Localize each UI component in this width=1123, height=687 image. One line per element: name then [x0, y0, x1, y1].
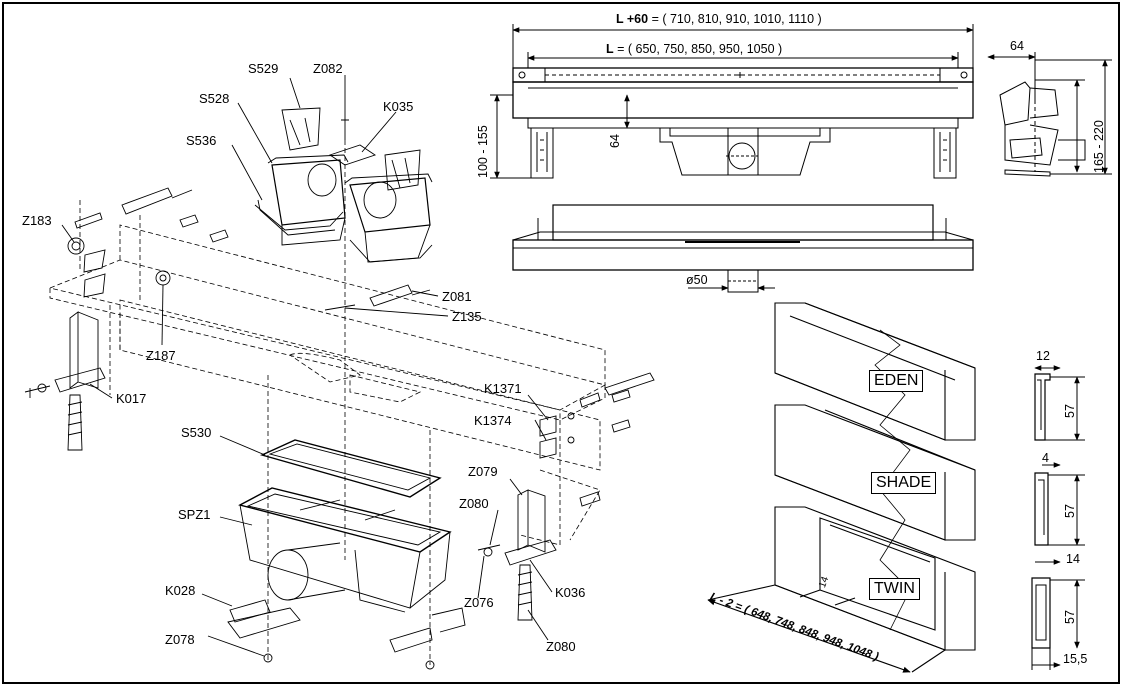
label-z082: Z082 — [313, 61, 343, 76]
grate-views — [707, 302, 976, 673]
label-z078: Z078 — [165, 632, 195, 647]
label-z135: Z135 — [452, 309, 482, 324]
side-elevation-view — [987, 52, 1112, 177]
label-k017: K017 — [116, 391, 147, 406]
dim-side-height: 165 - 220 — [1092, 120, 1106, 173]
dim-twin-height: 57 — [1063, 610, 1077, 624]
profile-sections — [1031, 365, 1085, 670]
dim-64-side: 64 — [1010, 39, 1024, 53]
dim-twin-width: 15,5 — [1063, 652, 1088, 666]
grate-label-shade: SHADE — [871, 472, 937, 494]
label-k1371: K1371 — [484, 381, 522, 396]
dim-diameter: ø50 — [686, 273, 708, 287]
dim-l60-label: L +60 — [616, 12, 649, 26]
dim-height-range: 100 - 155 — [476, 125, 490, 178]
dim-eden-height: 57 — [1063, 404, 1077, 418]
label-z079: Z079 — [468, 464, 498, 479]
dim-shade-depth: 14 — [1066, 552, 1080, 566]
label-s536: S536 — [186, 133, 217, 148]
dim-l-label: L — [606, 42, 614, 56]
label-z187: Z187 — [146, 348, 176, 363]
label-k028: K028 — [165, 583, 196, 598]
dim-shade-height: 57 — [1063, 504, 1077, 518]
label-z183: Z183 — [22, 213, 52, 228]
label-z076: Z076 — [464, 595, 494, 610]
label-z081: Z081 — [442, 289, 472, 304]
label-k035: K035 — [383, 99, 414, 114]
label-s529: S529 — [248, 61, 279, 76]
exploded-assembly — [24, 75, 655, 670]
dim-l: L = ( 650, 750, 850, 950, 1050 ) — [606, 43, 782, 56]
grate-label-eden: EDEN — [869, 370, 924, 392]
grate-label-twin: TWIN — [869, 578, 920, 600]
dim-shade-width: 4 — [1042, 451, 1049, 465]
label-spz1: SPZ1 — [178, 507, 211, 522]
dim-l60: L +60 = ( 710, 810, 910, 1010, 1110 ) — [616, 13, 822, 26]
label-z080-lower: Z080 — [546, 639, 576, 654]
dim-eden-width: 12 — [1036, 349, 1050, 363]
dim-l60-values: = ( 710, 810, 910, 1010, 1110 ) — [648, 12, 822, 26]
dim-64-front: 64 — [608, 134, 622, 148]
label-z080-upper: Z080 — [459, 496, 489, 511]
section-view — [512, 204, 974, 293]
front-elevation-view — [490, 24, 974, 179]
label-s528: S528 — [199, 91, 230, 106]
label-s530: S530 — [181, 425, 212, 440]
dim-l-values: = ( 650, 750, 850, 950, 1050 ) — [613, 42, 783, 56]
label-k036: K036 — [555, 585, 586, 600]
label-k1374: K1374 — [474, 413, 512, 428]
